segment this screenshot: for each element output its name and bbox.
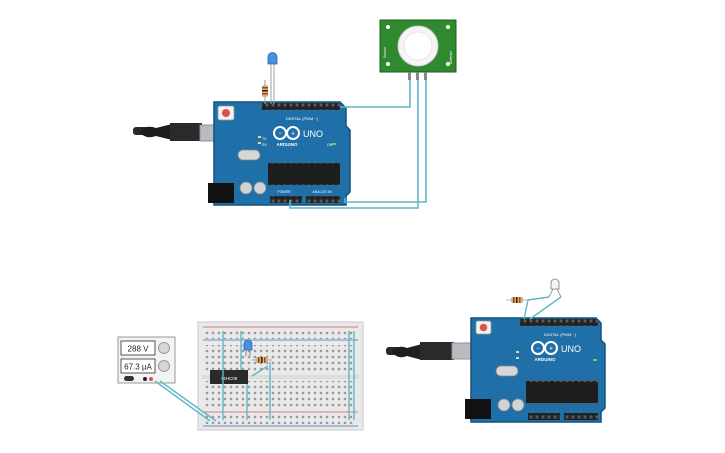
arduino-brand-bottom: ARDUINO — [535, 357, 556, 362]
chip-label: 74HC08 — [221, 376, 238, 381]
wires-top — [289, 80, 427, 209]
voltage-knob[interactable] — [158, 342, 170, 354]
breadboard-resistor-icon[interactable] — [252, 357, 272, 363]
wires-bottom — [523, 296, 562, 320]
svg-text:+: + — [549, 346, 553, 353]
digital-label-bottom: DIGITAL (PWM ~) — [544, 332, 577, 337]
breadboard-circuit: 288 V 67.3 µA 74 — [117, 321, 364, 431]
svg-text:−: − — [536, 346, 540, 352]
tx-label: TX — [262, 137, 267, 141]
on-label: ON — [327, 143, 333, 147]
rx-label: RX — [262, 143, 268, 147]
arduino-board-bottom[interactable]: DIGITAL (PWM ~) − + ARDUINO UNO — [465, 317, 606, 423]
svg-text:−: − — [278, 131, 282, 137]
svg-text:+: + — [291, 131, 295, 138]
digital-label: DIGITAL (PWM ~) — [286, 116, 319, 121]
usb-cable-bottom-icon — [386, 342, 483, 360]
breadboard-led-icon[interactable] — [243, 339, 253, 356]
ic-chip-icon — [268, 161, 340, 187]
voltage-readout: 288 V — [128, 345, 150, 354]
current-readout: 67.3 µA — [124, 363, 152, 372]
led-icon[interactable] — [267, 52, 278, 105]
arduino-model-bottom: UNO — [561, 344, 581, 354]
bottom-led-icon[interactable] — [548, 278, 562, 298]
current-knob[interactable] — [158, 360, 170, 372]
pir-label-left: Sensor — [383, 46, 387, 58]
power-label: POWER — [277, 190, 291, 194]
power-jack-bottom — [465, 399, 491, 419]
top-circuit: DIGITAL (PWM ~) − + ARDUINO UNO TX RX ON — [133, 19, 457, 209]
bottom-resistor-icon[interactable] — [506, 297, 528, 303]
power-toggle[interactable] — [124, 376, 134, 381]
power-supply-icon[interactable]: 288 V 67.3 µA — [117, 336, 176, 384]
pir-sensor-icon[interactable]: Sensor Detector — [379, 19, 457, 80]
analog-label: ANALOG IN — [312, 190, 332, 194]
power-jack — [208, 183, 234, 203]
wires-breadboard — [154, 331, 355, 422]
arduino-brand: ARDUINO — [277, 142, 298, 147]
logic-chip[interactable]: 74HC08 — [210, 370, 248, 384]
current-display — [120, 358, 156, 374]
voltage-display — [120, 340, 156, 356]
resistor-icon[interactable] — [262, 80, 268, 104]
arduino-logo-bottom-icon: − + — [531, 341, 558, 355]
pir-label-right: Detector — [449, 50, 453, 64]
arduino-logo-icon: − + — [273, 126, 300, 140]
arduino-circuit-bottom: DIGITAL (PWM ~) − + ARDUINO UNO — [386, 278, 606, 423]
ic-chip-bottom-icon — [526, 379, 598, 405]
arduino-model: UNO — [303, 129, 323, 139]
arduino-board-top[interactable]: DIGITAL (PWM ~) − + ARDUINO UNO TX RX ON — [208, 101, 351, 206]
